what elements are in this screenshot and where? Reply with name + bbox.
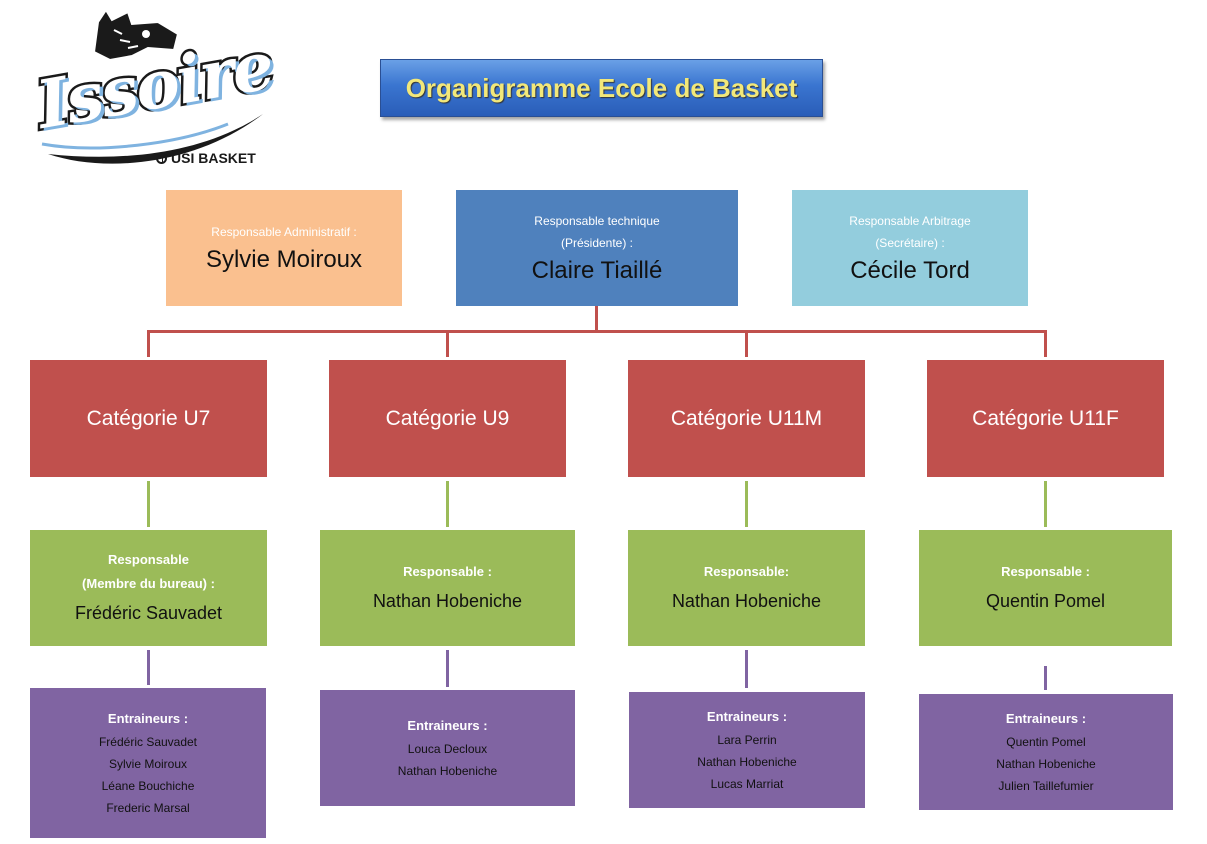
coach-name: Lara Perrin (717, 733, 777, 747)
connector-green-u11m (745, 481, 748, 527)
coach-name: Nathan Hobeniche (397, 764, 498, 778)
coach-name: Quentin Pomel (1006, 735, 1086, 749)
responsable-role: Responsable: (703, 564, 790, 579)
coaches-u11m: Entraineurs : Lara Perrin Nathan Hobenic… (629, 692, 865, 808)
connector-purple-u7 (147, 650, 150, 685)
connector-drop-u9 (446, 330, 449, 357)
admin-role: Responsable Administratif : (211, 225, 357, 239)
technical-role: Responsable technique (534, 214, 660, 228)
responsable-role-2: (Membre du bureau) : (82, 576, 215, 591)
technical-name: Claire Tiaillé (531, 257, 663, 284)
coach-name: Sylvie Moiroux (108, 757, 188, 771)
coach-name: Frederic Marsal (106, 801, 190, 815)
responsable-name: Quentin Pomel (985, 591, 1106, 611)
coach-name: Nathan Hobeniche (996, 757, 1096, 771)
admin-box: Responsable Administratif : Sylvie Moiro… (166, 190, 402, 306)
connector-purple-u11m (745, 650, 748, 688)
refereeing-box: Responsable Arbitrage (Secrétaire) : Céc… (792, 190, 1028, 306)
club-logo: Issoire USI BASKET (28, 4, 281, 184)
responsable-name: Nathan Hobeniche (372, 591, 523, 611)
responsable-u9: Responsable : Nathan Hobeniche (320, 530, 575, 646)
coaches-heading: Entraineurs : (107, 711, 189, 726)
responsable-role: Responsable : (1001, 564, 1090, 579)
coach-name: Louca Decloux (407, 742, 488, 756)
category-u7: Catégorie U7 (30, 360, 267, 477)
category-label: Catégorie U11F (972, 406, 1119, 430)
coach-name: Lucas Marriat (710, 777, 784, 791)
title-banner: Organigramme Ecole de Basket (380, 59, 823, 117)
category-label: Catégorie U9 (385, 406, 510, 430)
refereeing-role-2: (Secrétaire) : (875, 236, 945, 250)
responsable-u7: Responsable (Membre du bureau) : Frédéri… (30, 530, 267, 646)
giraffe-logo-icon (41, 8, 263, 164)
admin-name: Sylvie Moiroux (205, 246, 363, 273)
category-u9: Catégorie U9 (329, 360, 566, 477)
technical-box: Responsable technique (Présidente) : Cla… (456, 190, 738, 306)
technical-role-2: (Présidente) : (560, 236, 634, 250)
connector-stem (595, 306, 598, 332)
coaches-heading: Entraineurs : (706, 709, 788, 724)
connector-drop-u11f (1044, 330, 1047, 357)
connector-drop-u11m (745, 330, 748, 357)
coaches-u11f: Entraineurs : Quentin Pomel Nathan Hoben… (919, 694, 1173, 810)
category-u11m: Catégorie U11M (628, 360, 865, 477)
logo-subtext-wrap: USI BASKET (156, 150, 256, 166)
refereeing-name: Cécile Tord (850, 257, 970, 284)
coach-name: Léane Bouchiche (101, 779, 195, 793)
responsable-name: Frédéric Sauvadet (74, 603, 223, 623)
coaches-heading: Entraineurs : (407, 718, 488, 733)
refereeing-role: Responsable Arbitrage (849, 214, 971, 228)
connector-bar (147, 330, 1047, 333)
coaches-u7: Entraineurs : Frédéric Sauvadet Sylvie M… (30, 688, 266, 838)
connector-drop-u7 (147, 330, 150, 357)
basketball-icon (156, 152, 167, 164)
category-label: Catégorie U7 (86, 406, 211, 430)
connector-purple-u11f (1044, 666, 1047, 690)
logo-subtext: USI BASKET (171, 150, 256, 166)
responsable-name: Nathan Hobeniche (671, 591, 822, 611)
coaches-u9: Entraineurs : Louca Decloux Nathan Hoben… (320, 690, 575, 806)
category-u11f: Catégorie U11F (927, 360, 1164, 477)
connector-purple-u9 (446, 650, 449, 687)
coach-name: Nathan Hobeniche (697, 755, 797, 769)
coach-name: Julien Taillefumier (998, 779, 1094, 793)
connector-green-u9 (446, 481, 449, 527)
coaches-heading: Entraineurs : (1005, 711, 1087, 726)
coach-name: Frédéric Sauvadet (98, 735, 198, 749)
category-label: Catégorie U11M (670, 406, 823, 430)
responsable-role: Responsable : (403, 564, 492, 579)
responsable-u11f: Responsable : Quentin Pomel (919, 530, 1172, 646)
connector-green-u11f (1044, 481, 1047, 527)
page-title: Organigramme Ecole de Basket (405, 72, 798, 103)
responsable-u11m: Responsable: Nathan Hobeniche (628, 530, 865, 646)
connector-green-u7 (147, 481, 150, 527)
responsable-role: Responsable (108, 552, 189, 567)
